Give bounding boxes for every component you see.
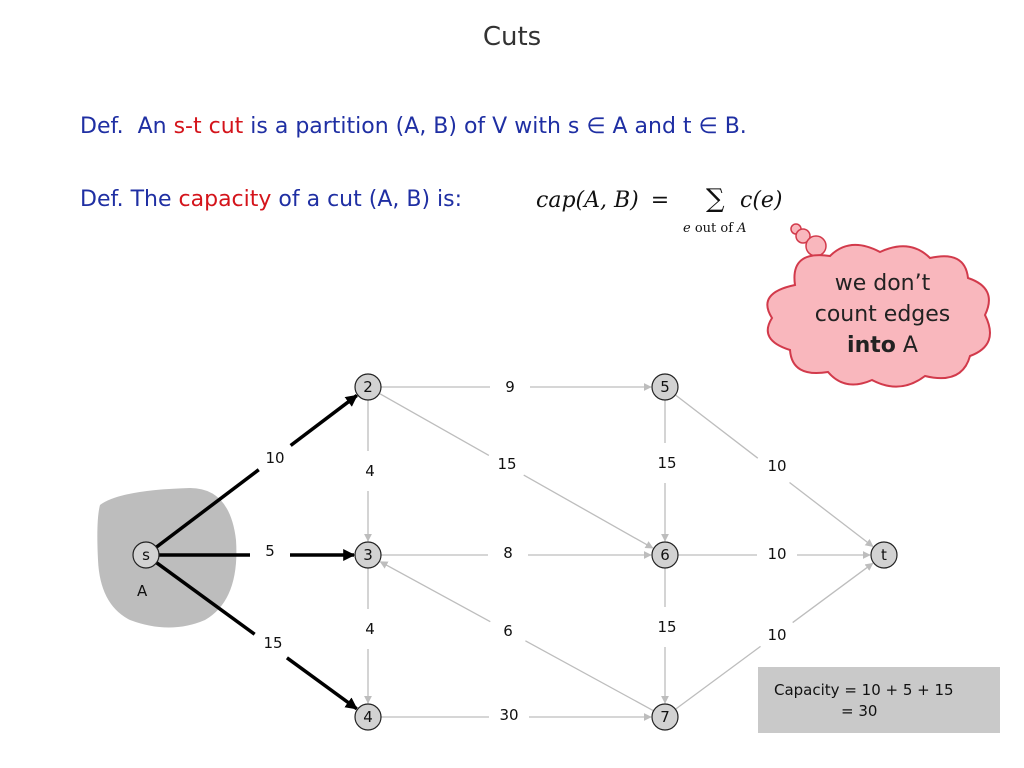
node-2: 2 (354, 373, 382, 401)
capacity-summary-line2: = 30 (841, 702, 878, 720)
node-circle-7 (651, 703, 679, 731)
bubble-line-2: count edges (814, 302, 951, 327)
bubble-cloud (766, 244, 991, 388)
node-label-2: 2 (363, 378, 373, 396)
edge-label-2-5: 9 (505, 378, 515, 396)
edge-s-4-segment-b (285, 656, 358, 711)
edges-layer (155, 383, 874, 721)
node-t: t (870, 541, 898, 569)
set-a-region (97, 488, 237, 628)
node-label-3: 3 (363, 546, 373, 564)
node-7: 7 (651, 703, 679, 731)
bubble-rest: A (895, 333, 918, 358)
formula-lhs: cap(A, B) = (536, 188, 681, 213)
edge-label-7-t: 10 (767, 626, 786, 644)
node-label-6: 6 (660, 546, 670, 564)
formula-subscript-e: e (683, 221, 691, 236)
node-circle-t (870, 541, 898, 569)
node-circle-5 (651, 373, 679, 401)
edge-label-3-6: 8 (503, 544, 513, 562)
edge-5-t-segment-b (789, 482, 874, 547)
node-circle-2 (354, 373, 382, 401)
edge-label-7-3: 6 (503, 622, 513, 640)
node-label-5: 5 (660, 378, 670, 396)
def2-prefix: Def. The (80, 187, 179, 212)
def2-term: capacity (178, 187, 272, 212)
edge-2-6-segment-a (378, 392, 490, 456)
edge-s-4-segment-a (155, 561, 256, 636)
edge-label-2-3: 4 (365, 462, 375, 480)
def2-text: of a cut (A, B) is: (271, 187, 463, 212)
edge-7-t-segment-a (675, 645, 761, 710)
edge-5-t-segment-a (674, 394, 759, 459)
bubble-dot-large (805, 235, 827, 257)
bubble-dot-medium (795, 228, 811, 244)
node-label-s: s (142, 546, 150, 564)
capacity-summary-box: Capacity = 10 + 5 + 15 = 30 (758, 667, 1000, 733)
edge-label-6-t: 10 (767, 545, 786, 563)
node-3: 3 (354, 541, 382, 569)
formula-subscript: e out of A (683, 221, 747, 236)
edge-7-3-segment-a (525, 640, 654, 712)
node-label-4: 4 (363, 708, 373, 726)
slide-title: Cuts (482, 22, 542, 52)
def1-prefix: Def. An (80, 114, 174, 139)
node-circle-s (132, 541, 160, 569)
definition-st-cut: Def. An s-t cut is a partition (A, B) of… (80, 114, 747, 139)
formula-cap: cap(A, B) (536, 188, 639, 213)
edge-7-t-segment-b (792, 562, 874, 624)
set-a-label: A (137, 582, 148, 600)
thought-bubble-text: we don’t count edges into A (790, 268, 975, 361)
edge-label-6-7: 15 (657, 618, 676, 636)
edge-7-3-segment-b (379, 561, 491, 623)
edge-label-s-4: 15 (263, 634, 282, 652)
definition-capacity: Def. The capacity of a cut (A, B) is: (80, 187, 462, 212)
edge-label-3-4: 4 (365, 620, 375, 638)
formula-equals: = (650, 188, 670, 213)
edge-label-5-6: 15 (657, 454, 676, 472)
edge-labels-layer: 10 5 15 9 4 15 8 4 6 30 15 10 10 15 10 (263, 378, 786, 724)
formula-term: c(e) (740, 188, 783, 213)
edge-label-5-t: 10 (767, 457, 786, 475)
formula-subscript-a: A (737, 221, 747, 236)
formula-subscript-text: out of (690, 221, 738, 236)
edge-s-2-segment-b (289, 394, 358, 447)
edge-s-2-segment-a (155, 468, 260, 549)
edge-label-s-2: 10 (265, 449, 284, 467)
nodes-layer: s 2 3 4 5 6 7 t (132, 373, 898, 731)
bubble-line-3: into A (790, 330, 975, 361)
def1-text: is a partition (A, B) of V with s ∈ A an… (243, 114, 747, 139)
node-label-7: 7 (660, 708, 670, 726)
node-circle-4 (354, 703, 382, 731)
node-4: 4 (354, 703, 382, 731)
edge-label-4-7: 30 (499, 706, 518, 724)
def1-term: s-t cut (173, 114, 244, 139)
node-s: s (132, 541, 160, 569)
capacity-summary-line1: Capacity = 10 + 5 + 15 (774, 681, 954, 699)
node-circle-6 (651, 541, 679, 569)
node-circle-3 (354, 541, 382, 569)
node-5: 5 (651, 373, 679, 401)
formula-sum-symbol: ∑ (706, 184, 725, 214)
node-6: 6 (651, 541, 679, 569)
bubble-bold-into: into (847, 333, 896, 358)
edge-2-6-segment-b (523, 474, 654, 549)
edge-label-2-6: 15 (497, 455, 516, 473)
edge-label-s-3: 5 (265, 542, 275, 560)
bubble-line-1: we don’t (834, 271, 931, 296)
thought-bubble (766, 223, 991, 388)
node-label-t: t (881, 546, 887, 564)
